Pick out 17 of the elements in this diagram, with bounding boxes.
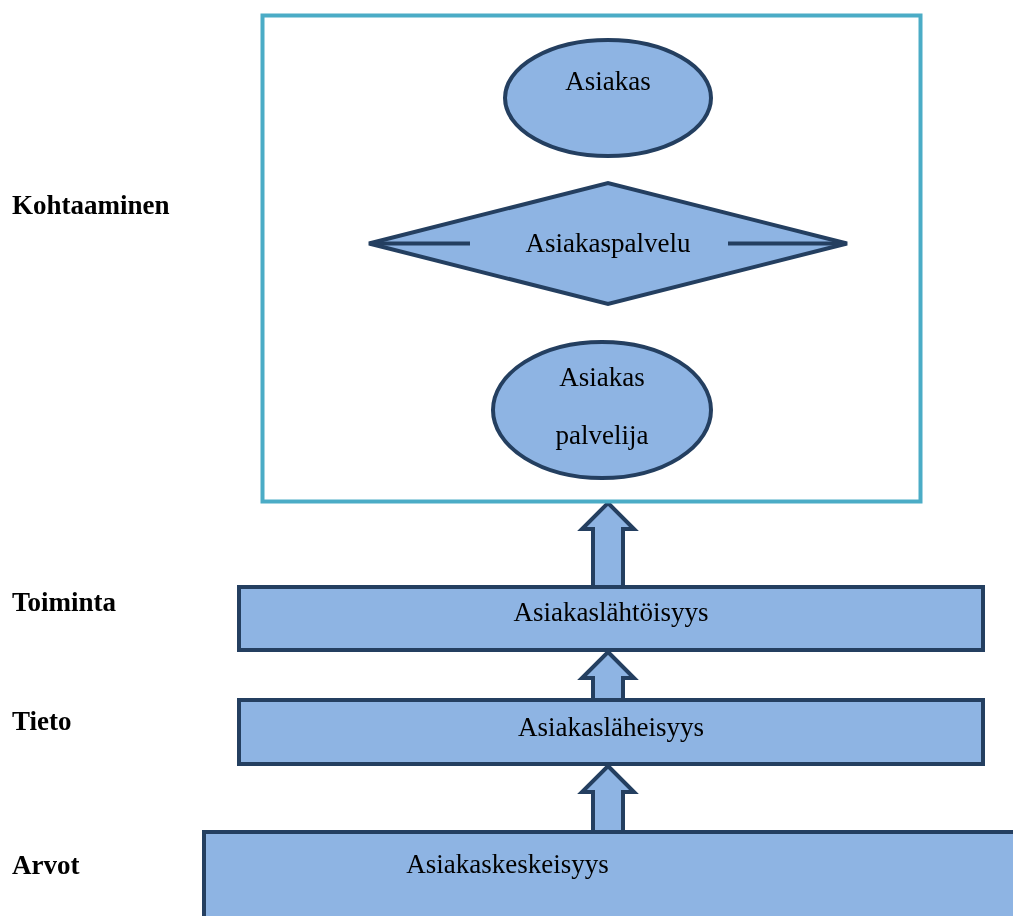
ellipse-node bbox=[491, 340, 713, 480]
level-label: Tieto bbox=[12, 706, 72, 737]
layer-bar bbox=[237, 585, 985, 652]
level-label: Arvot bbox=[12, 850, 80, 881]
level-label: Toiminta bbox=[12, 587, 117, 618]
node-label: Asiakaspalvelu bbox=[524, 227, 692, 260]
level-label: Kohtaaminen bbox=[12, 190, 170, 221]
node-label: Asiakas bbox=[564, 65, 652, 98]
decision-diamond bbox=[368, 182, 848, 305]
ellipse-node bbox=[503, 38, 713, 158]
node-label: Asiakaslähtöisyys bbox=[512, 596, 710, 629]
layer-bar bbox=[202, 830, 1013, 916]
node-label: Asiakas palvelija bbox=[554, 361, 650, 452]
node-label: Asiakaskeskeisyys bbox=[405, 848, 610, 881]
layer-bar bbox=[237, 698, 985, 766]
node-label: Asiakasläheisyys bbox=[517, 711, 705, 744]
frame-box bbox=[261, 14, 922, 503]
